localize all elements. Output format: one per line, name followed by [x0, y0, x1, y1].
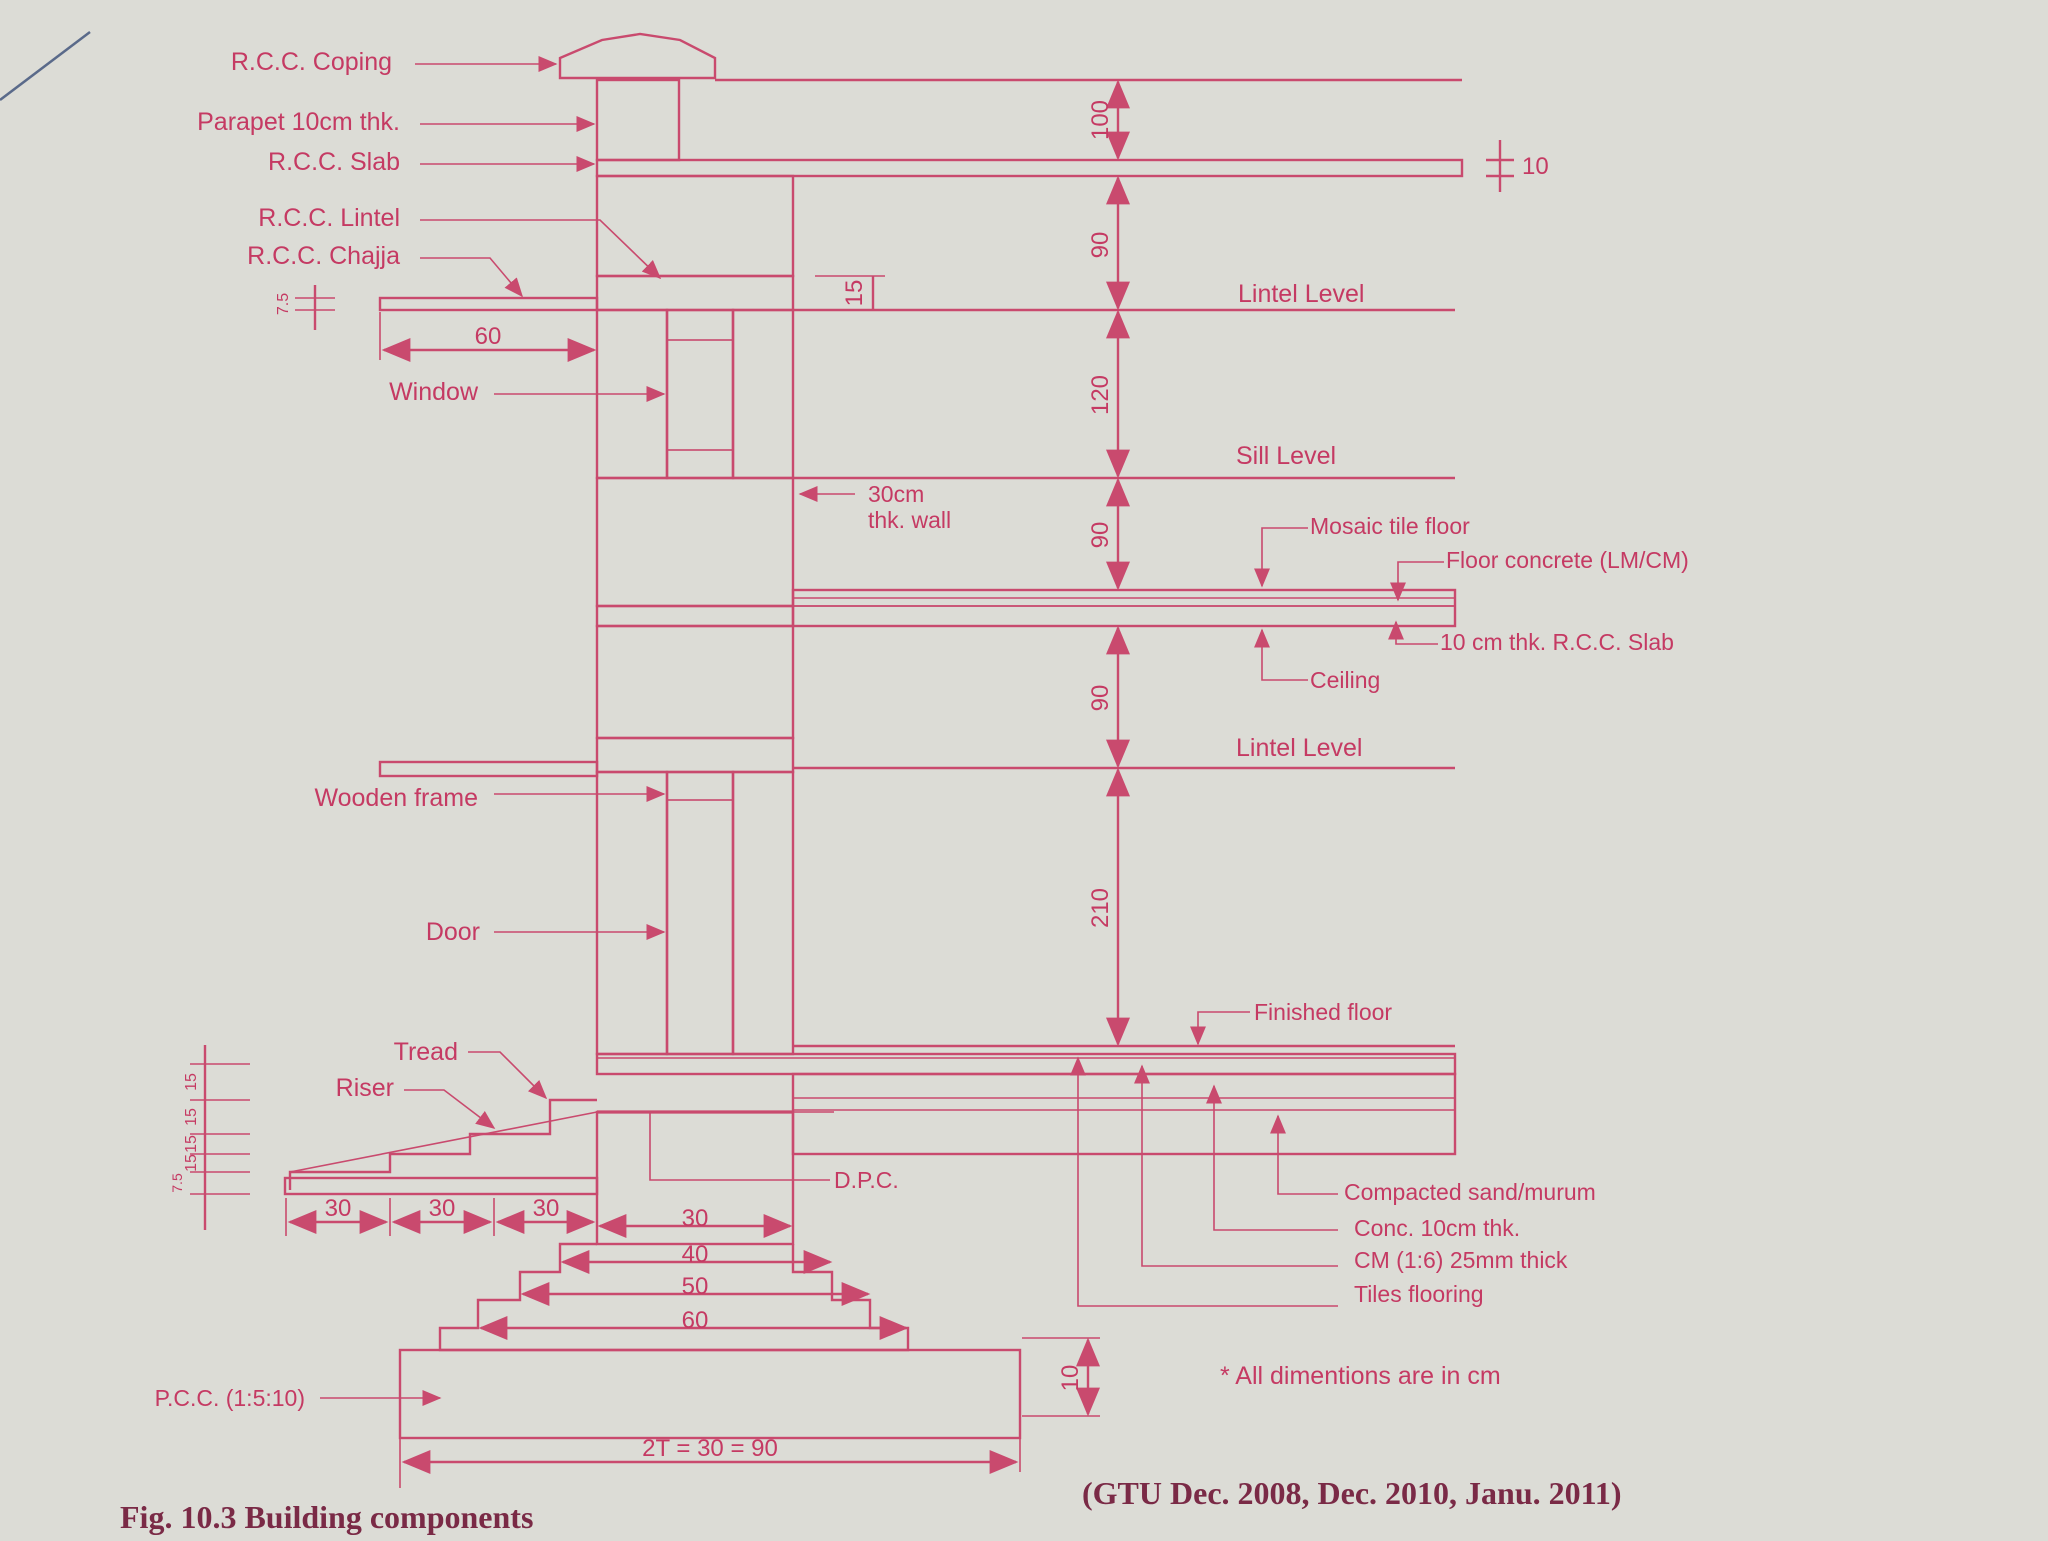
dim-riser-1: 15	[183, 1073, 200, 1091]
label-door: Door	[426, 918, 480, 946]
label-tread: Tread	[394, 1038, 458, 1066]
label-window: Window	[389, 378, 479, 406]
label-rcc-coping: R.C.C. Coping	[231, 48, 392, 76]
dim-footing-2: 40	[682, 1241, 709, 1268]
dim-parapet-height: 100	[1087, 100, 1114, 140]
pencil-mark	[0, 31, 91, 101]
chajja-dims: 7.5 60	[275, 285, 597, 362]
dim-footing-4: 60	[682, 1307, 709, 1334]
label-dpc: D.P.C.	[834, 1167, 899, 1193]
dim-slab-thickness: 10	[1522, 153, 1549, 180]
dim-chajja-projection: 60	[475, 323, 502, 350]
label-wall-note-2: thk. wall	[868, 507, 951, 533]
dim-riser-4: 15	[183, 1154, 200, 1172]
dim-tread-2: 30	[429, 1195, 456, 1222]
label-all-dimensions: * All dimentions are in cm	[1220, 1362, 1501, 1390]
dim-slab-to-lintel: 90	[1087, 232, 1114, 259]
dim-floor-to-lintel: 90	[1087, 685, 1114, 712]
label-rcc-slab: R.C.C. Slab	[268, 148, 400, 176]
dim-pcc-width: 2T = 30 = 90	[642, 1435, 778, 1462]
footing	[398, 1242, 1022, 1440]
lintel-thickness-dim: 15	[815, 275, 885, 311]
figure-caption: Fig. 10.3 Building components	[120, 1499, 533, 1535]
dim-pcc-depth: 10	[1057, 1365, 1084, 1392]
vertical-dimension: 100 90 120 90 90 210	[1087, 79, 1130, 1047]
label-wall-note-1: 30cm	[868, 481, 924, 507]
label-ceiling: Ceiling	[1310, 667, 1380, 693]
dim-tread-1: 30	[325, 1195, 352, 1222]
main-wall	[378, 32, 1464, 1246]
label-floor-concrete: Floor concrete (LM/CM)	[1446, 547, 1689, 573]
label-pcc: P.C.C. (1:5:10)	[155, 1385, 305, 1411]
label-finished-floor: Finished floor	[1254, 999, 1392, 1025]
label-lintel-level-2: Lintel Level	[1236, 734, 1362, 762]
left-labels: R.C.C. Coping Parapet 10cm thk. R.C.C. S…	[155, 48, 666, 1411]
right-labels: Lintel Level Sill Level 30cm thk. wall M…	[649, 280, 1689, 1390]
dim-riser-small: 7.5	[169, 1173, 185, 1193]
dim-tread-3: 30	[533, 1195, 560, 1222]
label-compacted-sand: Compacted sand/murum	[1344, 1179, 1596, 1205]
label-mosaic-tile-floor: Mosaic tile floor	[1310, 513, 1470, 539]
dim-footing-1: 30	[682, 1205, 709, 1232]
dim-window-height: 120	[1087, 375, 1114, 415]
label-wooden-frame: Wooden frame	[314, 784, 478, 812]
label-parapet: Parapet 10cm thk.	[197, 108, 400, 136]
label-conc-10cm: Conc. 10cm thk.	[1354, 1215, 1520, 1241]
dim-riser-3: 15	[183, 1135, 200, 1153]
caption: Fig. 10.3 Building components (GTU Dec. …	[120, 1475, 1622, 1535]
label-rcc-slab-10cm: 10 cm thk. R.C.C. Slab	[1440, 629, 1674, 655]
dim-lintel-thickness: 15	[841, 280, 868, 307]
footing-dims: 30 40 50 60 10 2T = 30 = 90	[399, 1205, 1100, 1488]
slab-thickness-dim: 10	[1486, 140, 1549, 192]
step-dims: 15 15 15 15 7.5 30 30 30	[169, 1045, 598, 1236]
dim-footing-3: 50	[682, 1273, 709, 1300]
label-riser: Riser	[336, 1074, 394, 1102]
dim-sill-height: 90	[1087, 522, 1114, 549]
source-caption: (GTU Dec. 2008, Dec. 2010, Janu. 2011)	[1082, 1475, 1622, 1511]
label-cm-25mm: CM (1:6) 25mm thick	[1354, 1247, 1568, 1273]
label-rcc-chajja: R.C.C. Chajja	[247, 242, 400, 270]
label-sill-level: Sill Level	[1236, 442, 1336, 470]
dim-chajja-thickness: 7.5	[275, 293, 292, 315]
label-lintel-level-1: Lintel Level	[1238, 280, 1364, 308]
label-tiles-flooring: Tiles flooring	[1354, 1281, 1484, 1307]
dim-riser-2: 15	[183, 1108, 200, 1126]
steps	[283, 1098, 599, 1196]
dim-door-height: 210	[1087, 888, 1114, 928]
label-rcc-lintel: R.C.C. Lintel	[258, 204, 400, 232]
